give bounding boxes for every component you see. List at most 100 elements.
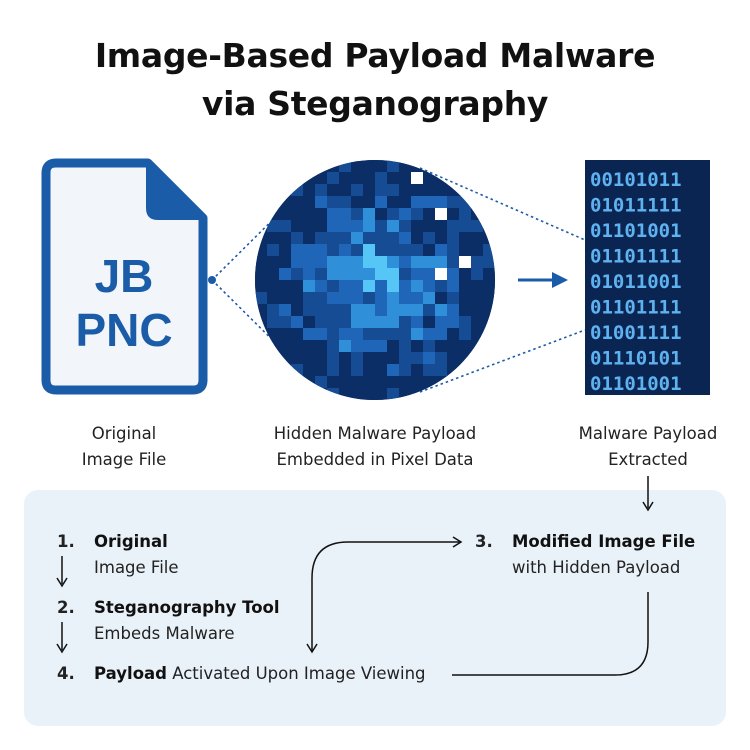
- pixel-block: [279, 160, 291, 172]
- pixel-block: [291, 352, 303, 364]
- pixel-block: [375, 172, 387, 184]
- pixel-block: [483, 208, 495, 220]
- pixel-block: [351, 184, 363, 196]
- pixel-block: [303, 364, 315, 376]
- step-2-detail: Embeds Malware: [94, 624, 235, 643]
- pixel-block: [351, 280, 363, 292]
- pixel-block: [375, 364, 387, 376]
- pixel-block: [351, 160, 363, 172]
- pixel-block: [399, 376, 411, 388]
- pixel-block: [291, 292, 303, 304]
- title: Image-Based Payload Malware via Steganog…: [0, 32, 750, 128]
- pixel-block: [399, 196, 411, 208]
- pixel-block: [315, 232, 327, 244]
- pixel-block: [303, 376, 315, 388]
- pixel-block: [327, 208, 339, 220]
- pixel-block: [447, 220, 459, 232]
- pixel-block: [351, 232, 363, 244]
- pixel-block: [423, 364, 435, 376]
- pixel-block: [363, 280, 375, 292]
- pixel-block: [291, 184, 303, 196]
- pixel-block: [339, 208, 351, 220]
- pixel-block: [411, 352, 423, 364]
- pixel-block: [267, 220, 279, 232]
- pixel-block: [399, 220, 411, 232]
- pixel-block: [303, 208, 315, 220]
- binary-line: 01001111: [590, 322, 682, 344]
- caption-extracted-line-1: Malware Payload: [578, 424, 718, 443]
- pixel-block: [327, 268, 339, 280]
- binary-line: 01011001: [590, 271, 682, 293]
- pixel-block: [303, 244, 315, 256]
- pixel-block: [459, 220, 471, 232]
- pixel-block: [255, 208, 267, 220]
- pixel-block: [279, 280, 291, 292]
- step-1-title: Original: [94, 532, 168, 551]
- pixel-block: [327, 256, 339, 268]
- caption-hidden-line-1: Hidden Malware Payload: [273, 424, 477, 443]
- pixel-block: [267, 256, 279, 268]
- pixel-block: [459, 196, 471, 208]
- pixel-block: [339, 256, 351, 268]
- pixel-block: [255, 256, 267, 268]
- pixel-block: [483, 220, 495, 232]
- pixel-block: [483, 268, 495, 280]
- pixel-block: [459, 352, 471, 364]
- pixel-block: [363, 268, 375, 280]
- pixel-block: [459, 304, 471, 316]
- pixel-block: [315, 196, 327, 208]
- pixel-block: [435, 280, 447, 292]
- pixel-block: [483, 328, 495, 340]
- pixel-block: [411, 388, 423, 400]
- pixel-block: [315, 268, 327, 280]
- pixel-block: [291, 268, 303, 280]
- pixel-block: [267, 172, 279, 184]
- file-icon-label-2: PNC: [75, 304, 172, 356]
- pixel-block: [411, 184, 423, 196]
- pixel-block: [291, 340, 303, 352]
- pixel-block: [267, 160, 279, 172]
- pixel-block: [399, 160, 411, 172]
- pixel-block: [327, 280, 339, 292]
- pixel-block: [303, 304, 315, 316]
- pixel-block: [423, 280, 435, 292]
- pixel-block: [363, 232, 375, 244]
- pixel-block: [339, 172, 351, 184]
- pixel-block: [351, 172, 363, 184]
- pixel-block: [447, 244, 459, 256]
- pixel-block: [255, 160, 267, 172]
- pixel-block: [291, 220, 303, 232]
- pixel-block: [291, 376, 303, 388]
- pixel-block: [435, 316, 447, 328]
- pixel-block: [483, 160, 495, 172]
- pixel-block: [291, 196, 303, 208]
- step-4-title: Payload: [94, 664, 167, 683]
- pixel-block: [387, 256, 399, 268]
- pixel-block: [363, 184, 375, 196]
- pixel-block: [375, 208, 387, 220]
- pixel-block: [435, 220, 447, 232]
- pixel-block: [471, 328, 483, 340]
- pixel-block: [483, 196, 495, 208]
- pixel-block: [279, 352, 291, 364]
- pixel-block: [255, 244, 267, 256]
- pixel-block: [351, 268, 363, 280]
- pixel-block: [291, 244, 303, 256]
- pixel-block: [315, 340, 327, 352]
- pixel-block: [423, 292, 435, 304]
- pixel-block: [375, 376, 387, 388]
- pixel-block: [447, 268, 459, 280]
- pixel-block: [411, 232, 423, 244]
- pixel-block: [447, 352, 459, 364]
- pixel-block: [267, 196, 279, 208]
- pixel-block: [279, 304, 291, 316]
- pixel-block: [423, 244, 435, 256]
- pixel-block: [363, 220, 375, 232]
- pixel-block: [411, 280, 423, 292]
- pixel-block: [459, 160, 471, 172]
- pixel-block: [267, 232, 279, 244]
- pixel-block: [255, 292, 267, 304]
- pixel-block: [327, 364, 339, 376]
- pixel-block: [351, 244, 363, 256]
- pixel-block: [435, 208, 447, 220]
